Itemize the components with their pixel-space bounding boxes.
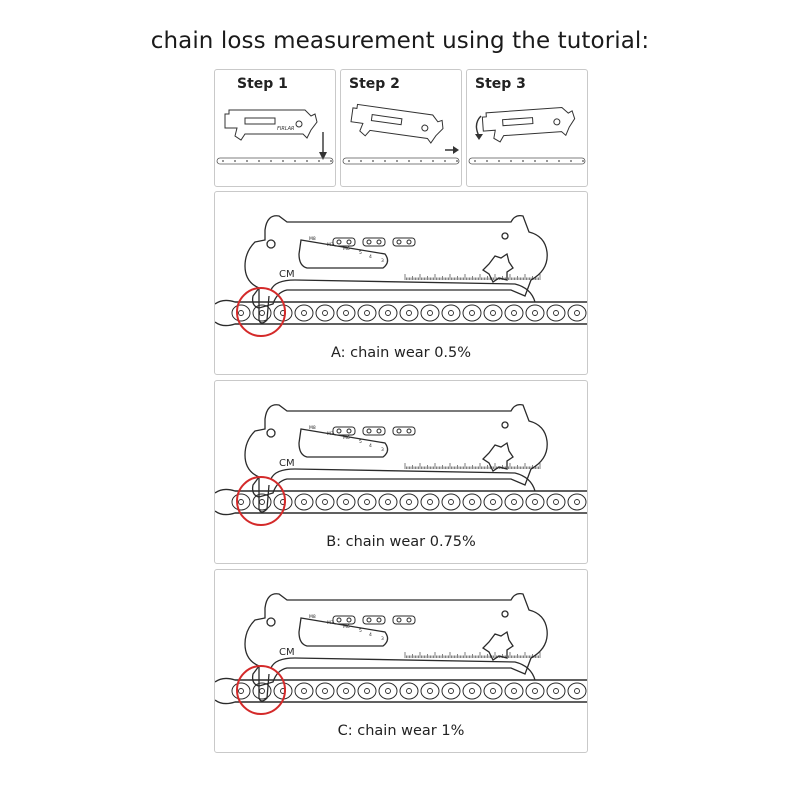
hole-label: 3 [381, 636, 384, 642]
hole-label: M7 [327, 431, 334, 437]
hole-label: 5 [359, 250, 362, 256]
hole-label: 3 [381, 447, 384, 453]
hole-label: M8 [309, 425, 316, 431]
highlight-circle [236, 665, 286, 715]
highlight-circle [236, 287, 286, 337]
cm-mark: CM [279, 647, 295, 658]
step-2-illustration [342, 103, 460, 165]
example-b-caption: B: chain wear 0.75% [326, 534, 476, 550]
step-3-panel: Step 3 [466, 69, 588, 187]
hole-label: M6 [343, 246, 350, 252]
step-2-chain [342, 157, 460, 165]
hole-label: M7 [327, 242, 334, 248]
step-1-panel: Step 1 FIRLAR [214, 69, 336, 187]
bike-chain [215, 677, 587, 705]
step-3-illustration [468, 107, 586, 165]
example-c-caption: C: chain wear 1% [337, 723, 465, 739]
step-1-chain [216, 157, 334, 165]
ruler-scale [404, 463, 541, 469]
hole-label: 4 [369, 443, 372, 449]
hole-label: 4 [369, 632, 372, 638]
ruler-scale [404, 652, 541, 658]
step-1-illustration: FIRLAR [216, 109, 334, 165]
brand-strip [332, 426, 416, 436]
step-3-chain [468, 157, 586, 165]
page-title: chain loss measurement using the tutoria… [150, 28, 650, 54]
hole-label: M6 [343, 624, 350, 630]
ruler-scale [404, 274, 541, 280]
hole-label: M8 [309, 614, 316, 620]
hole-label: 4 [369, 254, 372, 260]
step-1-brand: FIRLAR [277, 126, 295, 132]
step-3-label: Step 3 [475, 76, 526, 92]
step-2-label: Step 2 [349, 76, 400, 92]
hole-label: 5 [359, 628, 362, 634]
hole-label: 5 [359, 439, 362, 445]
bike-chain [215, 488, 587, 516]
bike-chain [215, 299, 587, 327]
step-1-label: Step 1 [237, 76, 288, 92]
cm-mark: CM [279, 458, 295, 469]
step-2-panel: Step 2 [340, 69, 462, 187]
cm-mark: CM [279, 269, 295, 280]
hole-label: M7 [327, 620, 334, 626]
brand-strip [332, 237, 416, 247]
hole-label: M8 [309, 236, 316, 242]
brand-strip [332, 615, 416, 625]
hole-label: M6 [343, 435, 350, 441]
example-a-caption: A: chain wear 0.5% [330, 345, 472, 361]
hole-label: 3 [381, 258, 384, 264]
highlight-circle [236, 476, 286, 526]
